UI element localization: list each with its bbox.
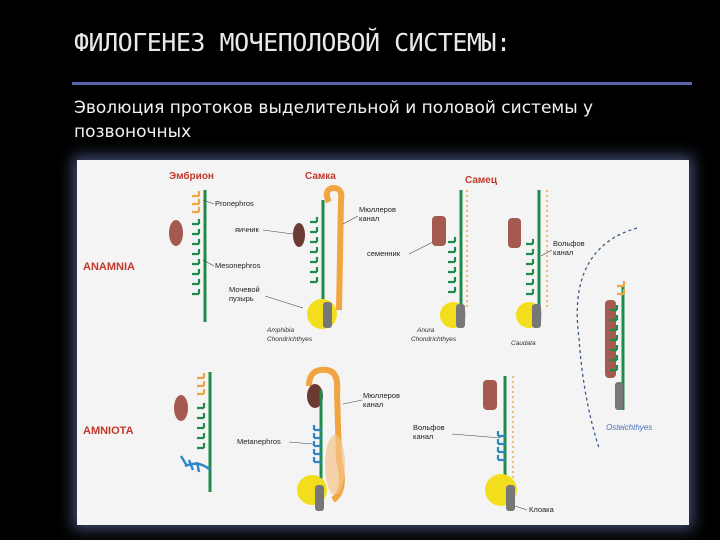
phylogeny-diagram: Эмбрион Самка Самец ANAMNIA AMNIOTA Pron… [77, 160, 689, 525]
male-anamnia-system-2 [508, 190, 548, 328]
label-mullerian-top-1: Мюллеров [359, 205, 396, 214]
female-bladder [307, 299, 337, 329]
label-bladder-2: пузырь [229, 294, 254, 303]
taxon-female-2: Chondrichthyes [267, 336, 313, 343]
male-cloaca-amniota [506, 485, 515, 511]
label-cloaca: Клоака [529, 505, 555, 514]
female-cloaca [323, 302, 332, 328]
label-bladder-1: Мочевой [229, 285, 260, 294]
header-male: Самец [465, 175, 498, 186]
label-metanephros: Metanephros [237, 437, 281, 446]
female-ovary [293, 223, 305, 247]
female-cloaca-amniota [315, 485, 324, 511]
slide-title: ФИЛОГЕНЕЗ МОЧЕПОЛОВОЙ СИСТЕМЫ: [74, 28, 511, 57]
label-mesonephros: Mesonephros [215, 261, 261, 270]
group-amniota: AMNIOTA [83, 425, 134, 437]
male-cloaca-1 [456, 304, 465, 328]
label-ovary: яичник [235, 225, 259, 234]
embryo-metanephros [179, 455, 211, 473]
header-embryo: Эмбрион [169, 170, 214, 182]
taxon-osteichthyes: Osteichthyes [606, 423, 652, 432]
male-amniota-system [483, 376, 517, 511]
osteichthyes-cloaca [615, 382, 623, 410]
male-anamnia-system-1 [432, 190, 468, 328]
label-wolffian-bot-2: канал [413, 432, 433, 441]
male-cloaca-2 [532, 304, 541, 328]
taxon-female-1: Amphibia [266, 327, 294, 334]
group-anamnia: ANAMNIA [83, 261, 135, 273]
header-female: Самка [305, 171, 336, 182]
label-mullerian-bot-2: канал [363, 400, 383, 409]
embryo-gonad-amniota [174, 395, 188, 421]
label-testis: семенник [367, 249, 401, 258]
male-testis-2 [508, 218, 521, 248]
female-anamnia-system [293, 184, 345, 329]
osteichthyes-system [605, 279, 626, 410]
taxon-male-2: Chondrichthyes [411, 336, 457, 343]
female-mullerian-duct [323, 184, 345, 311]
female-amniota-system [297, 366, 345, 511]
title-divider [72, 82, 692, 85]
embryo-amniota-kidney [174, 371, 212, 492]
label-mullerian-top-2: канал [359, 214, 379, 223]
diagram-canvas: Эмбрион Самка Самец ANAMNIA AMNIOTA Pron… [83, 170, 652, 514]
label-mullerian-bot-1: Мюллеров [363, 391, 400, 400]
male-testis-amniota [483, 380, 497, 410]
embryo-gonad [169, 220, 183, 246]
embryo-anamnia-kidney [169, 189, 207, 322]
osteichthyes-boundary [576, 227, 638, 449]
female-ovary-amniota [307, 384, 323, 408]
label-pronephros: Pronephros [215, 199, 254, 208]
label-wolffian-top-2: канал [553, 248, 573, 257]
label-wolffian-bot-1: Вольфов [413, 423, 445, 432]
slide-subtitle: Эволюция протоков выделительной и полово… [74, 98, 594, 142]
taxon-male-1: Anura [416, 327, 435, 334]
taxon-male-3: Caudata [511, 340, 536, 347]
label-wolffian-top-1: Вольфов [553, 239, 585, 248]
male-testis-1 [432, 216, 446, 246]
